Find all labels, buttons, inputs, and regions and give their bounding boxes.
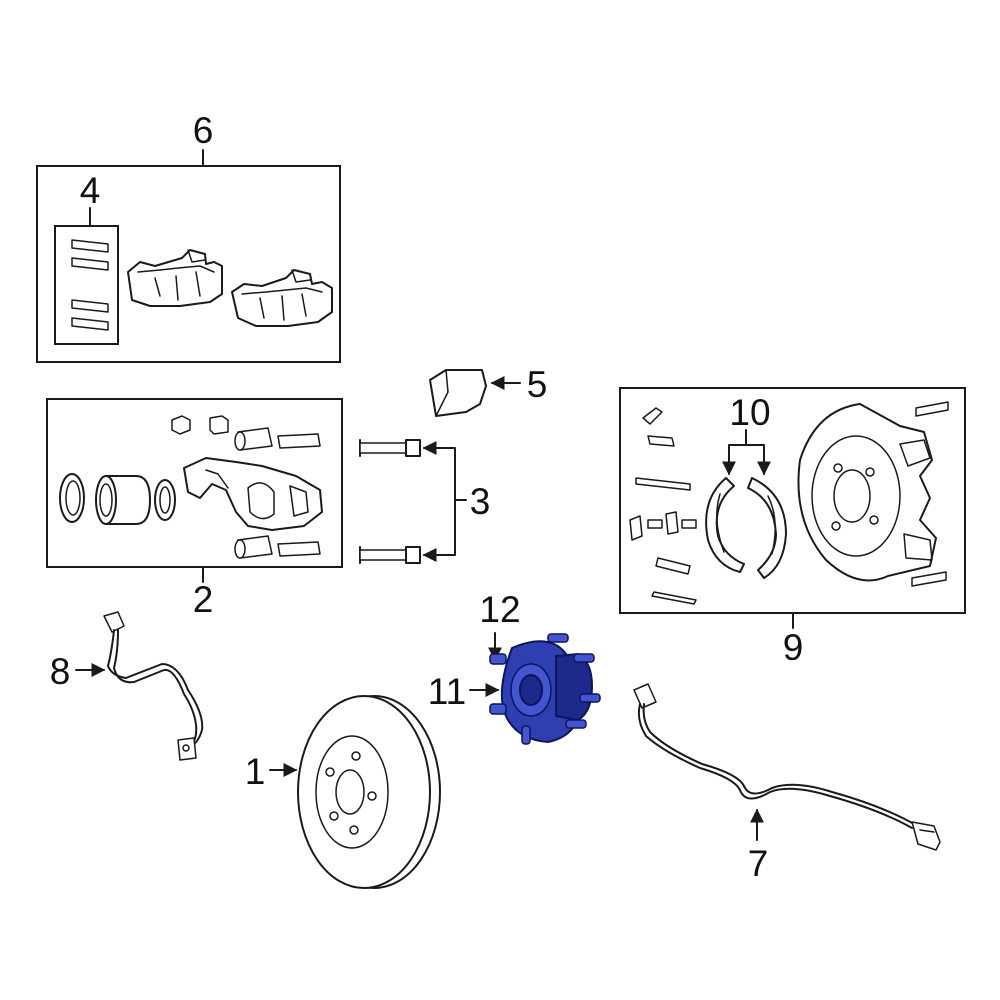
parking-brake-group[interactable] (619, 387, 966, 629)
hub-studs[interactable] (489, 633, 601, 745)
wheel-stud[interactable] (489, 653, 507, 665)
wheel-speed-sensor[interactable] (633, 683, 941, 851)
rotor-stud-hole (325, 767, 335, 777)
hub-bore[interactable] (519, 674, 543, 706)
callout-10: 10 (729, 392, 770, 433)
hub-assembly[interactable] (469, 633, 601, 745)
parking-brake-shoe-left[interactable] (705, 477, 745, 573)
caliper-piston[interactable] (95, 475, 151, 525)
hub-bearing-housing[interactable] (555, 652, 594, 722)
caliper-group[interactable] (46, 398, 343, 583)
callout-8: 8 (50, 651, 71, 692)
pad-hardware-box (54, 225, 119, 345)
brake-pad-right[interactable] (231, 269, 333, 327)
brake-pad-single[interactable] (429, 369, 521, 417)
caliper-bolts[interactable] (359, 439, 467, 564)
callout-6: 6 (193, 110, 214, 151)
callout-11: 11 (428, 671, 466, 712)
brake-pad-left[interactable] (127, 249, 223, 307)
caliper-bolt-upper[interactable] (359, 439, 421, 457)
brake-hose[interactable] (75, 611, 204, 761)
callout-7: 7 (748, 843, 769, 884)
pad-kit-box (36, 165, 341, 363)
brake-rotor[interactable] (269, 695, 441, 889)
caliper-housing[interactable] (183, 457, 323, 531)
caliper-guide-bolt-caps[interactable] (171, 415, 229, 435)
backing-plate[interactable] (797, 403, 937, 582)
caliper-box (46, 398, 343, 568)
hardware-clips[interactable] (629, 407, 697, 605)
parking-brake-shoe-right[interactable] (747, 477, 787, 579)
callout-2: 2 (193, 579, 214, 620)
caliper-bushings[interactable] (234, 427, 321, 559)
piston-boot[interactable] (154, 479, 176, 521)
callout-3-bracket (422, 441, 456, 562)
callout-9: 9 (783, 627, 804, 668)
callout-5: 5 (527, 364, 548, 405)
pad-clips[interactable] (71, 239, 109, 331)
backing-plate-shims[interactable] (911, 401, 949, 587)
callout-12: 12 (479, 589, 520, 630)
callout-10-bracket (728, 444, 765, 474)
callout-3: 3 (470, 481, 491, 522)
caliper-bolt-lower[interactable] (359, 546, 421, 564)
callout-1: 1 (245, 751, 266, 792)
pad-kit-group[interactable] (36, 149, 341, 363)
callout-4: 4 (80, 170, 101, 211)
caliper-seal[interactable] (59, 473, 85, 523)
